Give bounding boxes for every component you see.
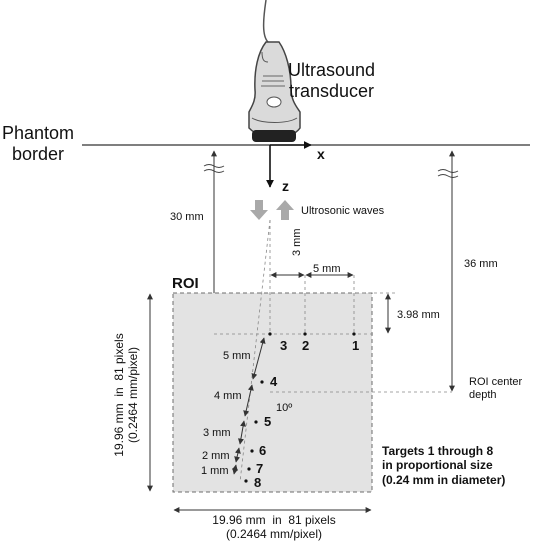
diag-spacing-3mm-label: 3 mm <box>203 427 231 439</box>
target-2-dot <box>303 332 307 336</box>
wave-arrow-down-icon <box>250 200 268 220</box>
diag-spacing-4mm-label: 4 mm <box>214 390 242 402</box>
roi-center-depth-label: ROI center depth <box>469 376 523 401</box>
target-2-label: 2 <box>302 338 310 353</box>
diag-spacing-2mm-label: 2 mm <box>202 450 230 462</box>
target-1-dot <box>352 332 356 336</box>
ultrasonic-waves-label: Ultrosonic waves <box>301 205 385 217</box>
guide-lines <box>214 219 452 483</box>
target-1-label: 1 <box>352 338 360 353</box>
target-7-dot <box>247 467 251 471</box>
offset-398mm-label: 3.98 mm <box>397 309 440 321</box>
roi-height-label: 19.96 mm in 81 pixels (0.2464 mm/pixel) <box>112 333 140 457</box>
spacing-5mm-label: 5 mm <box>313 263 341 275</box>
target-6-label: 6 <box>259 443 267 458</box>
break-marks <box>203 164 459 178</box>
z-axis-label: z <box>282 178 289 194</box>
target-5-label: 5 <box>264 414 272 429</box>
roi-box <box>172 292 373 493</box>
target-4-dot <box>260 380 264 384</box>
targets-note: Targets 1 through 8 in proportional size… <box>382 444 506 487</box>
target-3-label: 3 <box>280 338 288 353</box>
depth-30mm-label: 30 mm <box>170 211 204 223</box>
target-8-dot <box>244 479 248 483</box>
target-3-dot <box>268 332 272 336</box>
roi-width-label: 19.96 mm in 81 pixels (0.2464 mm/pixel) <box>212 513 336 541</box>
target-4-label: 4 <box>270 374 278 389</box>
spacing-3mm-label: 3 mm <box>291 228 303 257</box>
diag-spacing-1mm-label: 1 mm <box>201 465 229 477</box>
ultrasound-transducer-label: Ultrasound transducer <box>288 60 376 101</box>
target-5-dot <box>254 420 258 424</box>
x-axis-label: x <box>317 146 325 162</box>
target-6-dot <box>250 449 254 453</box>
angle-label: 10º <box>276 402 293 414</box>
diag-spacing-5mm-label: 5 mm <box>223 350 251 362</box>
diagonal-dimension-lines <box>231 337 266 475</box>
phantom-border-label: Phantom border <box>2 123 75 164</box>
target-7-label: 7 <box>256 461 264 476</box>
target-8-label: 8 <box>254 475 262 490</box>
wave-arrow-up-icon <box>276 200 294 220</box>
roi-title: ROI <box>172 275 199 292</box>
ultrasound-transducer-icon <box>248 0 301 142</box>
target-markers <box>244 332 356 483</box>
depth-36mm-label: 36 mm <box>464 258 498 270</box>
